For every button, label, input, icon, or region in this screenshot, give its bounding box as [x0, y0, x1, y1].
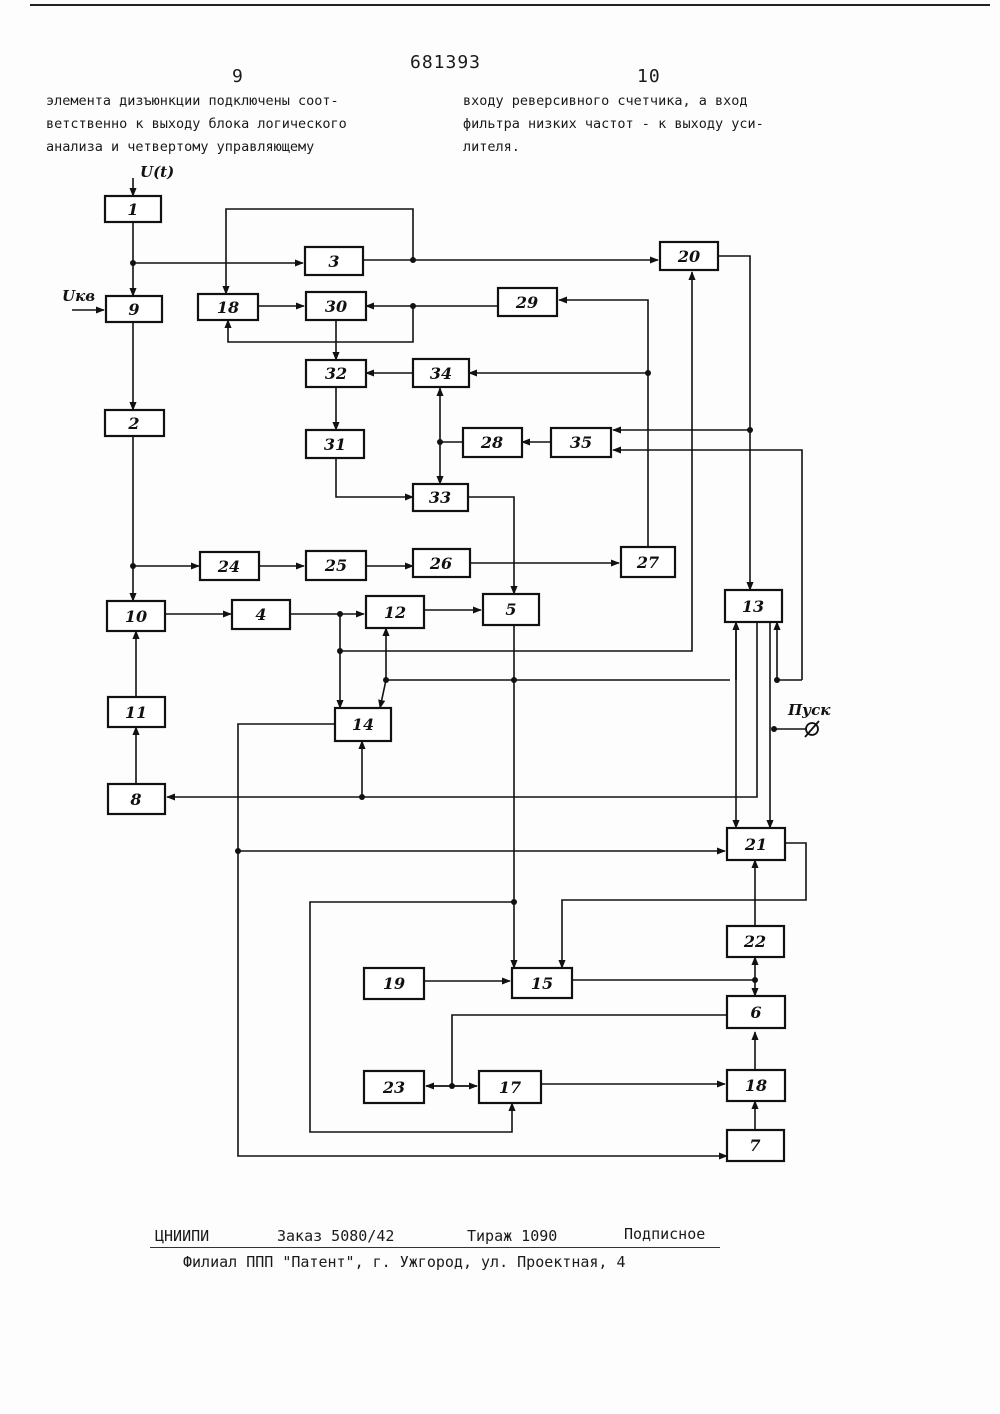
block-label: 17: [499, 1078, 521, 1097]
block-10: 10: [107, 601, 165, 631]
block-30: 30: [306, 292, 366, 320]
block-21: 21: [727, 828, 785, 860]
block-2: 2: [105, 410, 164, 436]
start-label: Пуск: [787, 701, 831, 719]
footer-address: Филиал ППП "Патент", г. Ужгород, ул. Про…: [183, 1253, 626, 1271]
block-label: 6: [750, 1003, 761, 1022]
block-label: 12: [384, 603, 406, 622]
footer-subscription: Подписное: [624, 1225, 705, 1243]
block-label: 30: [325, 297, 347, 316]
block-label: 13: [742, 597, 764, 616]
block-label: 9: [128, 300, 139, 319]
block-4: 4: [232, 600, 290, 629]
block-35: 35: [551, 428, 611, 457]
start-terminal: [805, 721, 819, 737]
block-18-lower: 18: [727, 1070, 785, 1101]
block-24: 24: [200, 552, 259, 580]
block-19: 19: [364, 968, 424, 999]
block-label: 25: [324, 556, 347, 575]
block-label: 28: [480, 433, 503, 452]
block-7: 7: [727, 1130, 784, 1161]
block-28: 28: [463, 428, 522, 457]
block-label: 26: [429, 554, 452, 573]
block-8: 8: [108, 784, 165, 814]
block-label: 27: [636, 553, 659, 572]
block-label: 7: [749, 1136, 760, 1155]
connection-lines: [72, 178, 806, 1156]
block-label: 18: [217, 298, 239, 317]
block-label: 21: [744, 835, 767, 854]
block-label: 19: [383, 974, 405, 993]
block-label: 33: [429, 488, 451, 507]
block-20: 20: [660, 242, 718, 270]
block-label: 23: [382, 1078, 405, 1097]
footer-order: Заказ 5080/42: [277, 1227, 394, 1245]
block-label: 5: [505, 600, 516, 619]
block-label: 29: [515, 293, 538, 312]
block-3: 3: [305, 247, 363, 275]
block-22: 22: [727, 926, 784, 957]
reference-input-label: Uкв: [62, 287, 95, 305]
block-33: 33: [413, 484, 468, 511]
block-label: 18: [745, 1076, 767, 1095]
block-label: 3: [328, 252, 339, 271]
block-12: 12: [366, 596, 424, 628]
block-label: 20: [677, 247, 700, 266]
block-label: 8: [129, 790, 141, 809]
block-label: 24: [217, 557, 240, 576]
block-14: 14: [335, 708, 391, 741]
block-23: 23: [364, 1071, 424, 1103]
block-label: 34: [430, 364, 452, 383]
block-5: 5: [483, 594, 539, 625]
input-signal-label: U(t): [140, 163, 174, 181]
block-25: 25: [306, 551, 366, 580]
block-label: 11: [125, 703, 147, 722]
block-13: 13: [725, 590, 782, 622]
block-label: 4: [255, 605, 266, 624]
block-label: 35: [570, 433, 592, 452]
block-17: 17: [479, 1071, 541, 1103]
block-label: 10: [125, 607, 147, 626]
block-29: 29: [498, 288, 557, 316]
block-34: 34: [413, 359, 469, 387]
block-31: 31: [306, 430, 364, 458]
block-1: 1: [105, 196, 161, 222]
footer-divider: [150, 1247, 720, 1248]
block-label: 22: [743, 932, 766, 951]
block-label: 1: [127, 200, 138, 219]
block-label: 2: [127, 414, 139, 433]
block-18-upper: 18: [198, 294, 258, 320]
footer-circulation: Тираж 1090: [467, 1227, 557, 1245]
block-label: 31: [324, 435, 346, 454]
block-6: 6: [727, 996, 785, 1028]
block-9: 9: [106, 296, 162, 322]
block-label: 14: [352, 715, 374, 734]
footer-publisher: ЦНИИПИ: [155, 1227, 209, 1245]
block-11: 11: [108, 697, 165, 727]
block-label: 32: [325, 364, 347, 383]
block-26: 26: [413, 549, 470, 577]
block-32: 32: [306, 360, 366, 387]
block-label: 15: [531, 974, 553, 993]
block-27: 27: [621, 547, 675, 577]
block-15: 15: [512, 968, 572, 998]
